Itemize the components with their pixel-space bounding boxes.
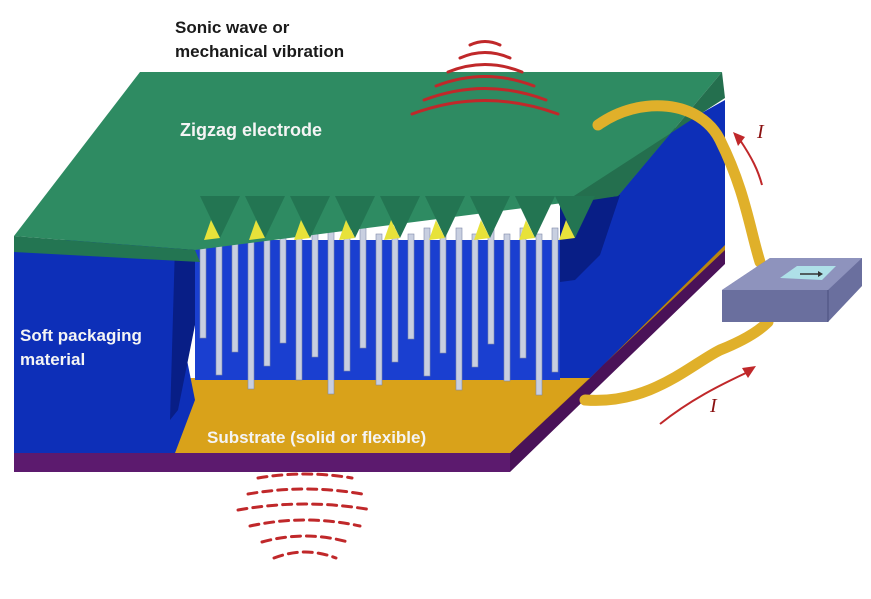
nanowire [519,227,527,359]
sonic-wave-top [410,40,560,116]
nanowire [439,233,447,354]
nanowire-array [199,227,559,396]
packaging-left [14,240,200,453]
tooth-tip [519,220,535,240]
current-label-bottom: I [710,395,717,417]
substrate-front [170,378,590,453]
electrode-tooth [515,196,555,238]
top-wire [592,100,766,268]
electrode-tooth [200,196,240,238]
current-arrow-bottom [659,371,749,425]
current-meter-icon [722,258,862,322]
nanowire [247,233,255,390]
tooth-tip [474,220,490,240]
nanowire [423,227,431,377]
nanowire [359,227,367,349]
current-label-top: I [757,121,764,143]
nanowire [215,233,223,376]
current-arrow-bottom-head [742,366,756,378]
nanowire [295,227,303,381]
electrode-front-edge [14,236,200,262]
nanowire [551,227,559,373]
wave-label-line2: mechanical vibration [175,42,345,61]
nanowire [455,227,463,391]
wave-label-line1: Sonic wave or [175,18,290,37]
sonic-wave-bottom [236,472,374,560]
nanowire [487,227,495,345]
nanowire [263,227,271,367]
base-layer-side [510,245,725,472]
current-arrow-top [739,139,763,186]
nanowire [343,233,351,372]
tooth-tip [384,220,400,240]
nanowire [503,233,511,382]
electrode-top [14,72,722,250]
tooth-tip [294,220,310,240]
nanowire [375,233,383,386]
tooth-tip [339,220,355,240]
packaging-label-line1: Soft packaging [20,326,142,345]
packaging-label-line2: material [20,350,86,369]
bottom-wire [579,316,774,406]
nanowire [231,227,239,353]
nanowire [279,233,287,344]
nanowire [327,227,335,395]
zigzag-teeth [200,196,595,240]
nanowire [391,227,399,363]
tooth-tip [429,220,445,240]
electrode-tooth [380,196,420,238]
electrode-tooth [470,196,510,238]
nanowire [535,233,543,396]
nanowire [311,233,319,358]
tooth-tip [559,220,575,240]
electrode-tooth [335,196,375,238]
electrode-tooth [555,196,595,238]
tooth-tip [204,220,220,240]
electrode-tooth [245,196,285,238]
base-layer-front [14,453,510,472]
electrode-tooth [290,196,330,238]
electrode-label: Zigzag electrode [180,120,323,140]
substrate-label: Substrate (solid or flexible) [207,428,427,447]
nanowire [471,233,479,368]
packaging-right-side [535,100,725,378]
current-arrow-top-head [733,132,745,146]
tooth-tip [249,220,265,240]
electrode-tooth [425,196,465,238]
nanowire [407,233,415,340]
